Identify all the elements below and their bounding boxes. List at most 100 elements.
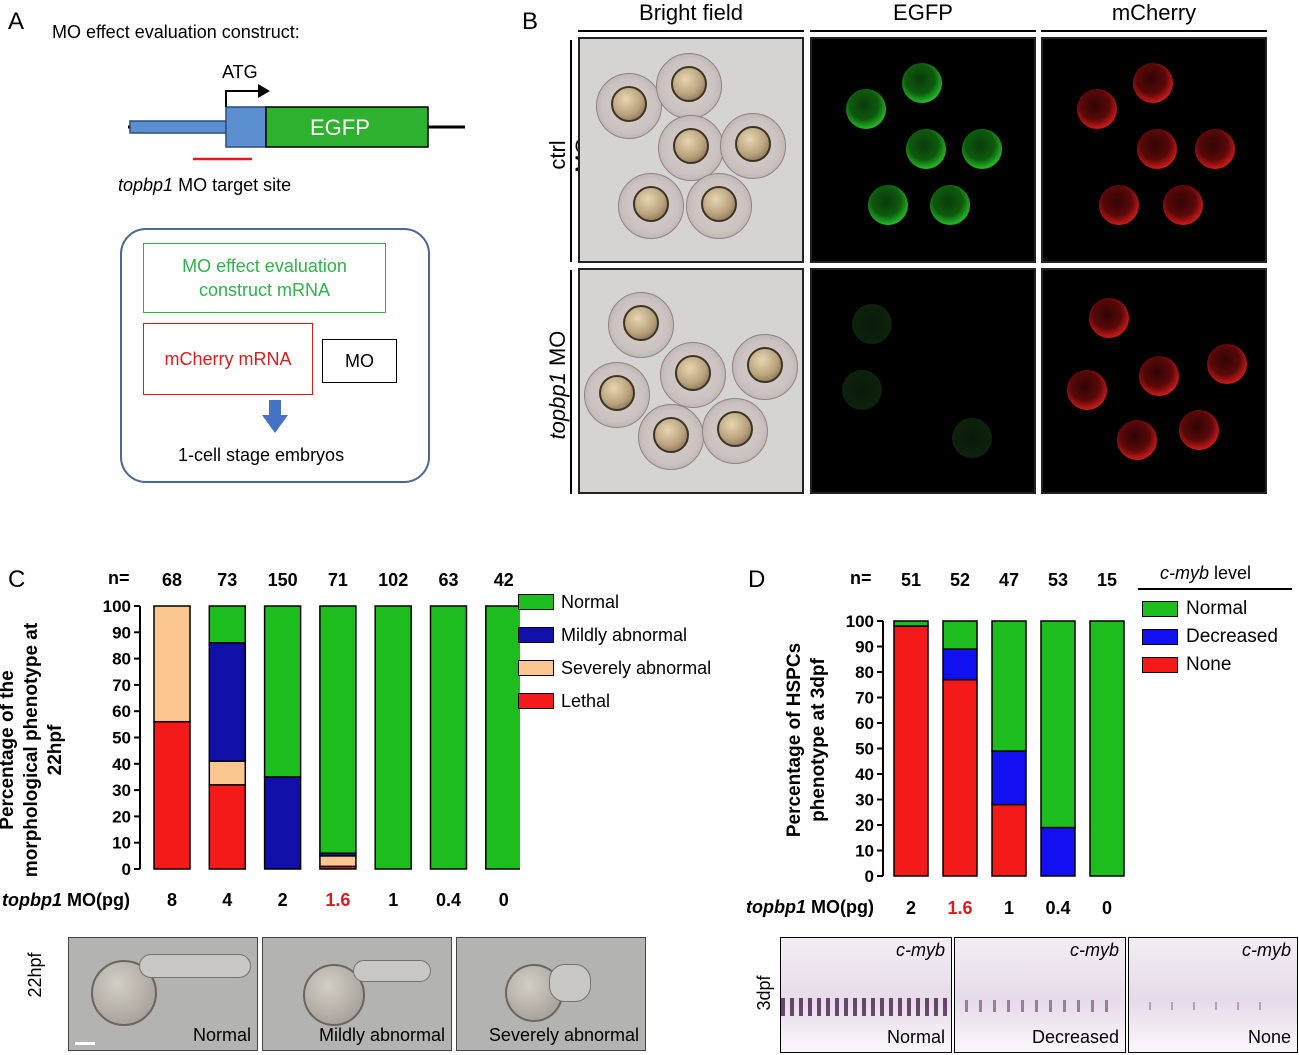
atg-label: ATG — [222, 62, 258, 82]
d-legend-none: None — [1186, 654, 1232, 675]
row-rule-2 — [570, 270, 572, 494]
c-image-label-mild: Mildly abnormal — [318, 1025, 445, 1045]
c-stage-label: 22hpf — [25, 952, 45, 998]
c-legend-swatch-severe — [518, 660, 554, 676]
c-bar-lethal — [208, 784, 247, 870]
d-image-label-none: None — [1247, 1027, 1291, 1047]
panel-d-label: D — [748, 566, 766, 593]
d-y-tick-label: 50 — [855, 740, 874, 759]
c-x-tick-label: 1.6 — [325, 890, 350, 910]
c-x-tick-label: 2 — [278, 890, 288, 910]
c-y-tick-label: 30 — [112, 781, 131, 800]
d-y-tick-label: 70 — [855, 689, 874, 708]
c-x-tick-label: 0 — [499, 890, 509, 910]
c-n-label: n= — [108, 568, 130, 588]
d-bar-none — [991, 803, 1027, 877]
c-image-label-severe: Severely abnormal — [488, 1025, 639, 1045]
c-ylabel: Percentage of the morphological phenotyp… — [0, 622, 66, 878]
d-y-tick-label: 80 — [855, 663, 874, 682]
injection-box — [120, 228, 430, 483]
c-y-tick-label: 70 — [112, 676, 131, 695]
d-x-tick-label: 1.6 — [947, 898, 972, 918]
chart-c: 010203040506070809010086847321501.671110… — [103, 570, 520, 910]
c-x-tick-label: 8 — [167, 890, 177, 910]
c-bar-normal — [319, 605, 357, 854]
c-legend-swatch-mild — [518, 627, 554, 643]
c-bar-severely-abnormal — [208, 760, 247, 786]
construct-mrna-box: MO effect evaluation construct mRNA — [143, 243, 386, 313]
d-bar-decreased — [991, 750, 1027, 806]
c-n-value: 68 — [162, 570, 182, 590]
embryos-label: 1-cell stage embryos — [178, 445, 345, 465]
c-bar-severely-abnormal — [153, 605, 191, 723]
c-image-label-normal: Normal — [192, 1025, 251, 1045]
c-bar-normal — [263, 605, 302, 778]
d-bar-normal — [1040, 620, 1076, 829]
d-y-tick-label: 100 — [846, 612, 874, 631]
c-bar-normal — [208, 605, 247, 644]
c-y-tick-label: 90 — [112, 623, 131, 642]
d-x-tick-label: 2 — [906, 898, 916, 918]
d-legend-title: c-myb level — [1160, 563, 1252, 583]
scale-bar — [75, 1042, 95, 1045]
row-label-topbp1: topbp1 MO — [545, 330, 570, 440]
c-bar-normal — [485, 605, 520, 870]
col-rule-1 — [578, 30, 804, 32]
d-n-value: 51 — [901, 570, 921, 590]
c-n-value: 42 — [494, 570, 514, 590]
row-rule-1 — [570, 40, 572, 262]
c-bar-mildly-abnormal — [208, 642, 247, 762]
c-n-value: 73 — [217, 570, 237, 590]
d-n-value: 52 — [950, 570, 970, 590]
egfp-block — [265, 106, 429, 148]
d-bar-none — [893, 625, 929, 877]
d-y-tick-label: 0 — [865, 867, 874, 886]
d-stage-label: 3dpf — [754, 975, 774, 1011]
c-bar-normal — [374, 605, 412, 870]
d-bar-none — [942, 678, 978, 877]
d-x-tick-label: 0.4 — [1045, 898, 1070, 918]
atg-arrow — [225, 90, 258, 107]
c-y-tick-label: 50 — [112, 729, 131, 748]
atg-block — [225, 106, 267, 148]
c-y-tick-label: 100 — [103, 597, 131, 616]
c-bar-severely-abnormal — [319, 855, 357, 868]
c-n-value: 150 — [268, 570, 298, 590]
d-bar-normal — [991, 620, 1027, 752]
c-y-tick-label: 40 — [112, 755, 131, 774]
brightfield-ctrl-image — [578, 37, 804, 263]
d-image-none: c-myb None — [1128, 937, 1298, 1053]
c-legend-swatch-normal — [518, 594, 554, 610]
c-legend-mild: Mildly abnormal — [561, 625, 688, 645]
d-ylabel: Percentage of HSPCs phenotype at 3dpf — [784, 642, 829, 838]
c-legend-lethal: Lethal — [561, 691, 611, 711]
down-arrow-icon — [262, 400, 288, 433]
c-bar-mildly-abnormal — [263, 776, 302, 870]
c-y-tick-label: 60 — [112, 702, 131, 721]
d-y-tick-label: 90 — [855, 638, 874, 657]
c-y-tick-label: 20 — [112, 807, 131, 826]
col-rule-2 — [810, 30, 1036, 32]
panel-c-label: C — [8, 566, 26, 593]
d-xlabel: topbp1 MO(pg) — [746, 897, 874, 917]
d-n-value: 53 — [1048, 570, 1068, 590]
d-bar-normal — [1089, 620, 1125, 877]
d-probe-label-2: c-myb — [1070, 940, 1119, 960]
c-bar-lethal — [153, 720, 191, 870]
c-image-normal: Normal — [68, 937, 258, 1051]
d-y-tick-label: 60 — [855, 714, 874, 733]
panel-a-label: A — [8, 8, 25, 35]
c-x-tick-label: 4 — [222, 890, 232, 910]
col-header-egfp: EGFP — [893, 0, 953, 25]
col-header-mcherry: mCherry — [1111, 0, 1197, 25]
d-n-value: 47 — [999, 570, 1019, 590]
brightfield-topbp1-image — [578, 268, 804, 494]
d-n-value: 15 — [1097, 570, 1117, 590]
c-y-tick-label: 80 — [112, 650, 131, 669]
c-x-tick-label: 0.4 — [436, 890, 461, 910]
c-legend-normal: Normal — [561, 592, 620, 612]
d-bar-normal — [893, 620, 929, 627]
d-legend-rule — [1138, 588, 1292, 590]
c-image-severe: Severely abnormal — [456, 937, 646, 1051]
d-bar-normal — [942, 620, 978, 650]
